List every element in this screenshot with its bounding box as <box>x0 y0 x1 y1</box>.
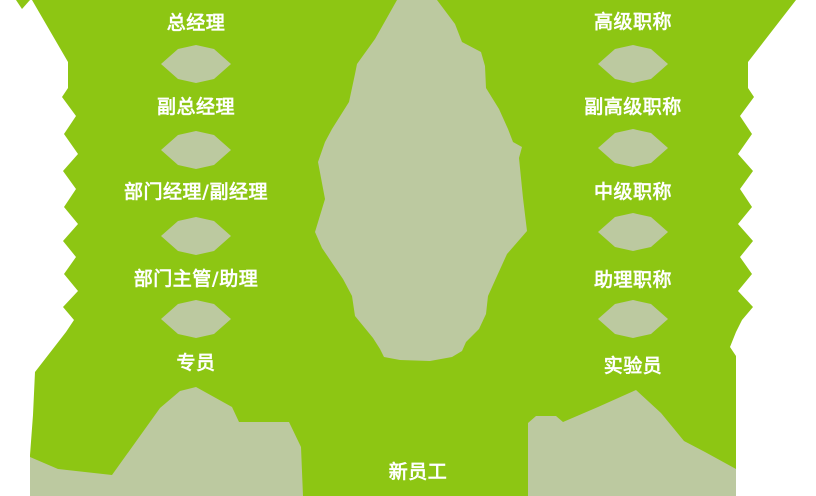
entry-level-label: 新员工 <box>388 461 448 483</box>
professional-separator-diamond-1 <box>598 45 668 83</box>
center-leaf-shape <box>315 0 527 361</box>
professional-level-4-label: 助理职称 <box>593 269 673 291</box>
professional-level-1-label: 高级职称 <box>593 11 673 33</box>
professional-separator-diamond-2 <box>598 129 668 167</box>
professional-separator-diamond-3 <box>598 213 668 251</box>
top-left-notch-shape <box>16 0 30 9</box>
management-level-2-label: 副总经理 <box>156 96 236 118</box>
management-separator-diamond-4 <box>161 300 231 338</box>
bottom-right-mound-shape <box>528 390 736 496</box>
management-level-5-label: 专员 <box>176 352 216 374</box>
management-separator-diamond-1 <box>161 45 231 83</box>
bottom-left-mound-shape <box>30 387 303 496</box>
management-level-4-label: 部门主管/助理 <box>133 268 259 290</box>
professional-level-5-label: 实验员 <box>603 355 663 377</box>
professional-level-2-label: 副高级职称 <box>584 96 682 118</box>
professional-level-3-label: 中级职称 <box>593 181 673 203</box>
management-level-1-label: 总经理 <box>166 12 226 34</box>
professional-separator-diamond-4 <box>598 300 668 338</box>
management-level-3-label: 部门经理/副经理 <box>124 181 268 203</box>
management-separator-diamond-2 <box>161 131 231 169</box>
management-separator-diamond-3 <box>161 217 231 255</box>
